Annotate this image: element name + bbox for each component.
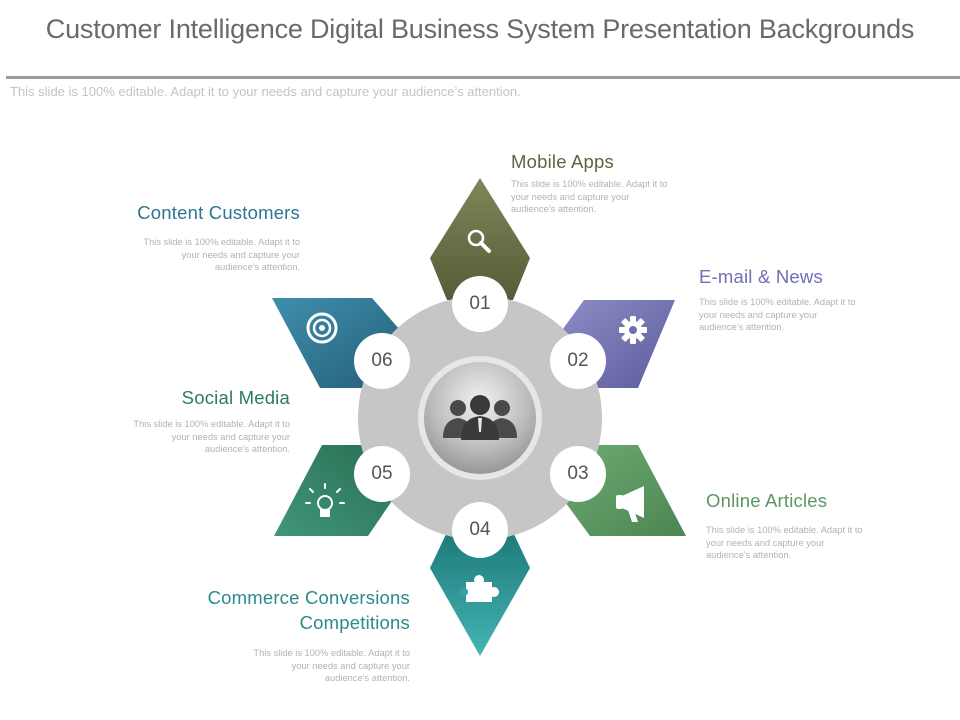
team-people-icon xyxy=(443,395,517,440)
puzzle-icon xyxy=(460,575,499,602)
badge-02: 02 xyxy=(550,333,606,389)
slide-subtitle: This slide is 100% editable. Adapt it to… xyxy=(10,84,521,99)
heading-mobile-apps: Mobile Apps xyxy=(511,151,614,172)
slide-title: Customer Intelligence Digital Business S… xyxy=(45,14,915,44)
badge-04: 04 xyxy=(452,502,508,558)
title-divider xyxy=(6,76,960,79)
badge-01: 01 xyxy=(452,276,508,332)
megaphone-icon xyxy=(616,486,644,522)
magnifier-icon xyxy=(467,229,491,253)
body-online-articles: This slide is 100% editable. Adapt it to… xyxy=(706,525,863,560)
body-email-news: This slide is 100% editable. Adapt it to… xyxy=(699,297,856,332)
badge-06: 06 xyxy=(354,333,410,389)
gear-icon xyxy=(619,316,647,344)
heading-social-media: Social Media xyxy=(181,387,290,408)
body-content-customers: This slide is 100% editable. Adapt it to… xyxy=(143,237,300,272)
badge-05: 05 xyxy=(354,446,410,502)
body-commerce-conversions: This slide is 100% editable. Adapt it to… xyxy=(253,648,410,683)
heading-email-news: E-mail & News xyxy=(699,266,823,287)
body-social-media: This slide is 100% editable. Adapt it to… xyxy=(133,419,290,454)
body-mobile-apps: This slide is 100% editable. Adapt it to… xyxy=(511,179,668,214)
heading-content-customers: Content Customers xyxy=(137,202,300,223)
heading-online-articles: Online Articles xyxy=(706,490,828,511)
badge-03: 03 xyxy=(550,446,606,502)
target-icon xyxy=(306,312,338,344)
lightbulb-icon xyxy=(305,483,345,517)
petal-01 xyxy=(430,178,530,300)
